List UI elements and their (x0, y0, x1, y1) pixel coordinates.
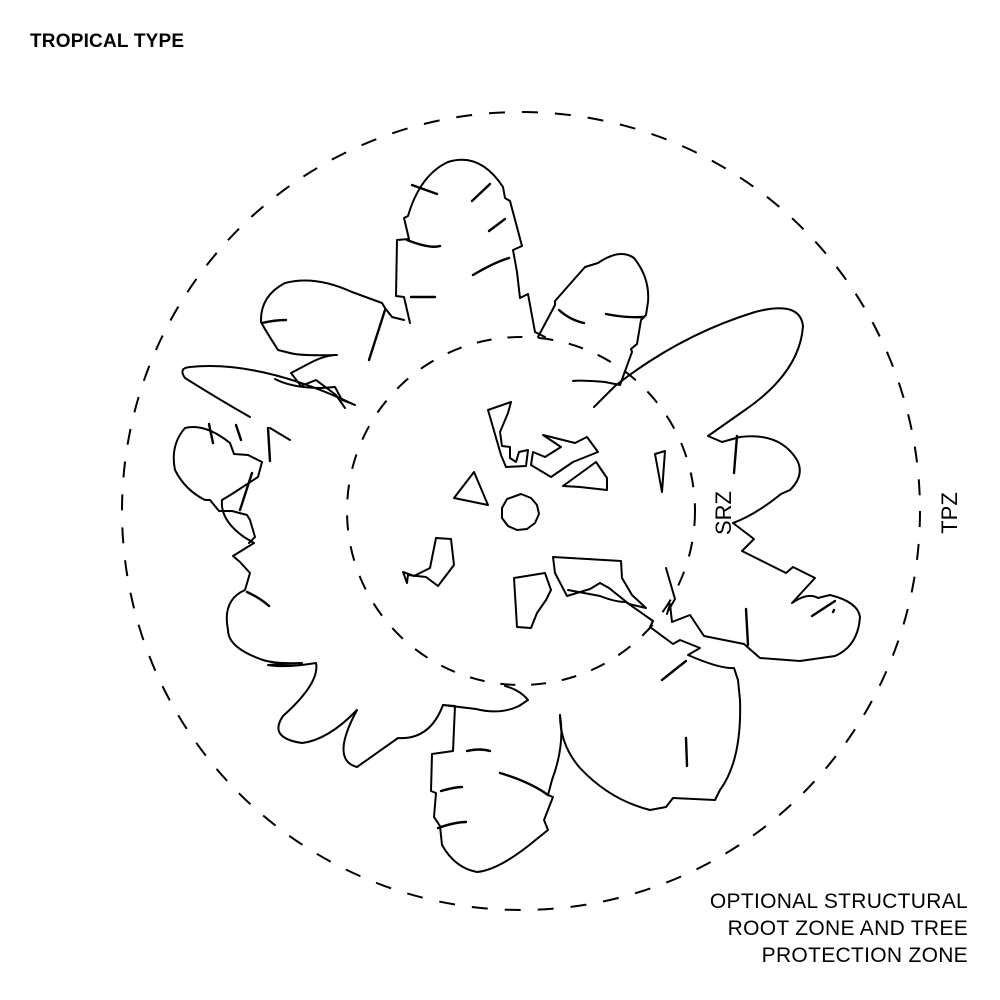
tpz-circle (121, 111, 921, 911)
frond-lower-left (220, 454, 444, 768)
frond-lower-right (559, 589, 742, 811)
frond-left (172, 426, 256, 544)
frond-top (395, 158, 546, 338)
trunk-decagon (501, 493, 540, 531)
diagram-title: TROPICAL TYPE (30, 31, 185, 52)
frond-right-long (593, 307, 804, 524)
caption-line-1: OPTIONAL STRUCTURAL (709, 890, 968, 913)
trunk-fragments (402, 401, 676, 629)
srz-circle (346, 336, 696, 686)
caption-line-3: PROTECTION ZONE (761, 944, 968, 967)
caption-line-2: ROOT ZONE AND TREE (727, 917, 968, 940)
frond-upper-left-long (181, 365, 356, 418)
frond-right-lower (666, 522, 861, 662)
caption-note: OPTIONAL STRUCTURAL ROOT ZONE AND TREE P… (710, 888, 968, 969)
frond-upper-left (259, 279, 405, 409)
srz-label: SRZ (711, 491, 736, 535)
tpz-label: TPZ (937, 492, 962, 534)
palm-canopy (172, 158, 861, 873)
frond-bottom (430, 685, 563, 873)
frond-upper-right (537, 253, 650, 386)
